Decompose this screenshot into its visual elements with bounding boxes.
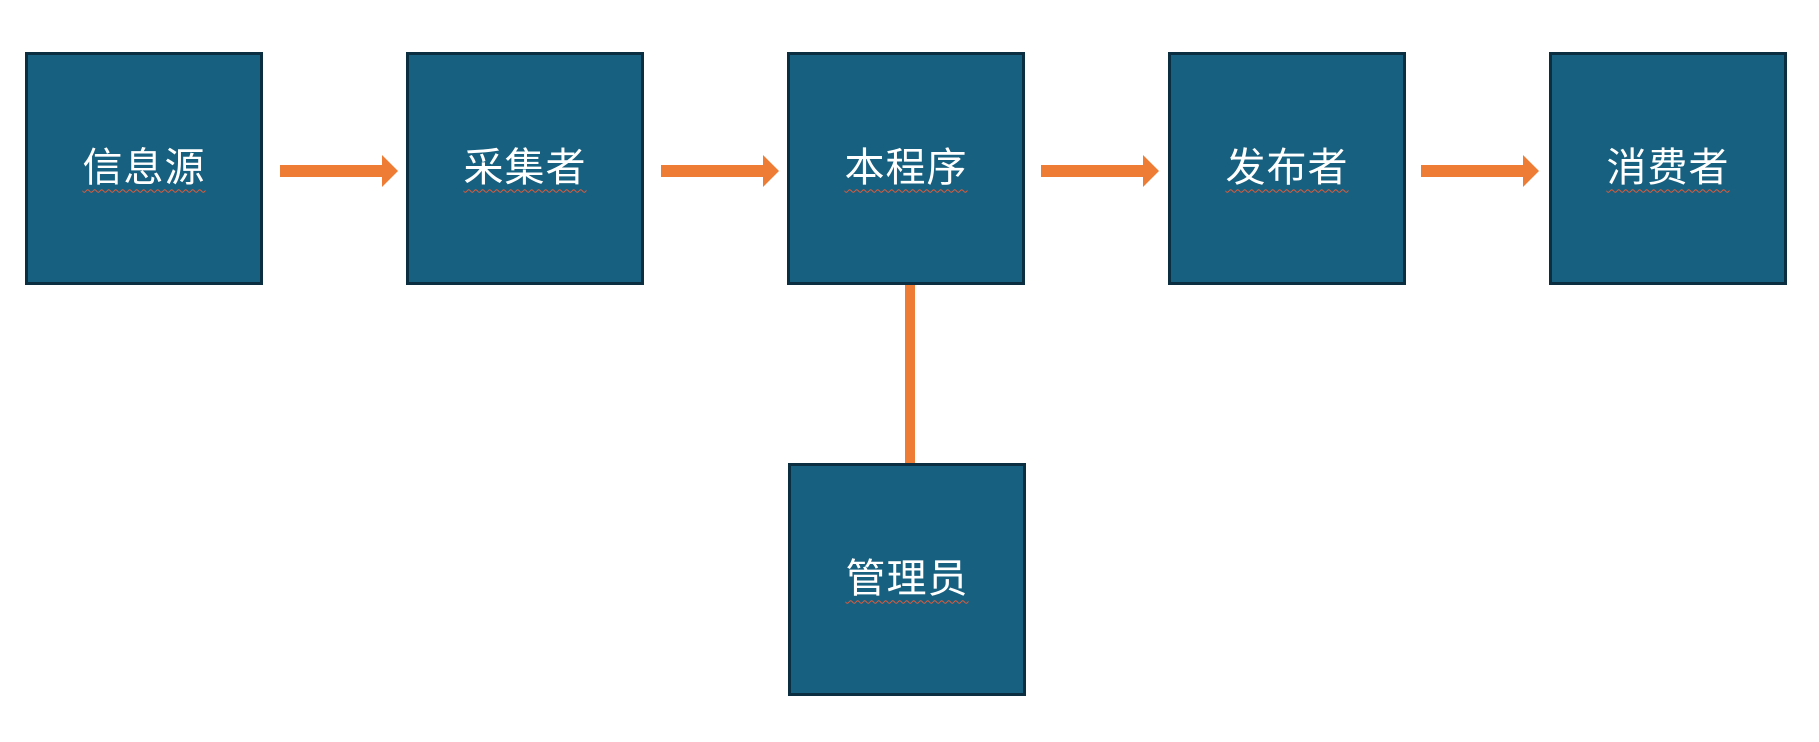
node-admin: 管理员	[788, 463, 1026, 696]
node-label-collector: 采集者	[463, 144, 587, 191]
node-label-source: 信息源	[82, 144, 206, 191]
arrow-program-to-publisher	[1041, 155, 1159, 187]
arrow-source-to-collector	[280, 155, 398, 187]
node-source: 信息源	[25, 52, 263, 285]
arrow-collector-to-program	[661, 155, 779, 187]
connector-program-to-admin	[905, 285, 915, 463]
node-consumer: 消费者	[1549, 52, 1787, 285]
node-label-consumer: 消费者	[1606, 144, 1730, 191]
arrow-publisher-to-consumer	[1421, 155, 1539, 187]
node-label-program: 本程序	[844, 144, 968, 191]
node-publisher: 发布者	[1168, 52, 1406, 285]
node-program: 本程序	[787, 52, 1025, 285]
node-label-publisher: 发布者	[1225, 144, 1349, 191]
node-label-admin: 管理员	[845, 555, 969, 602]
node-collector: 采集者	[406, 52, 644, 285]
